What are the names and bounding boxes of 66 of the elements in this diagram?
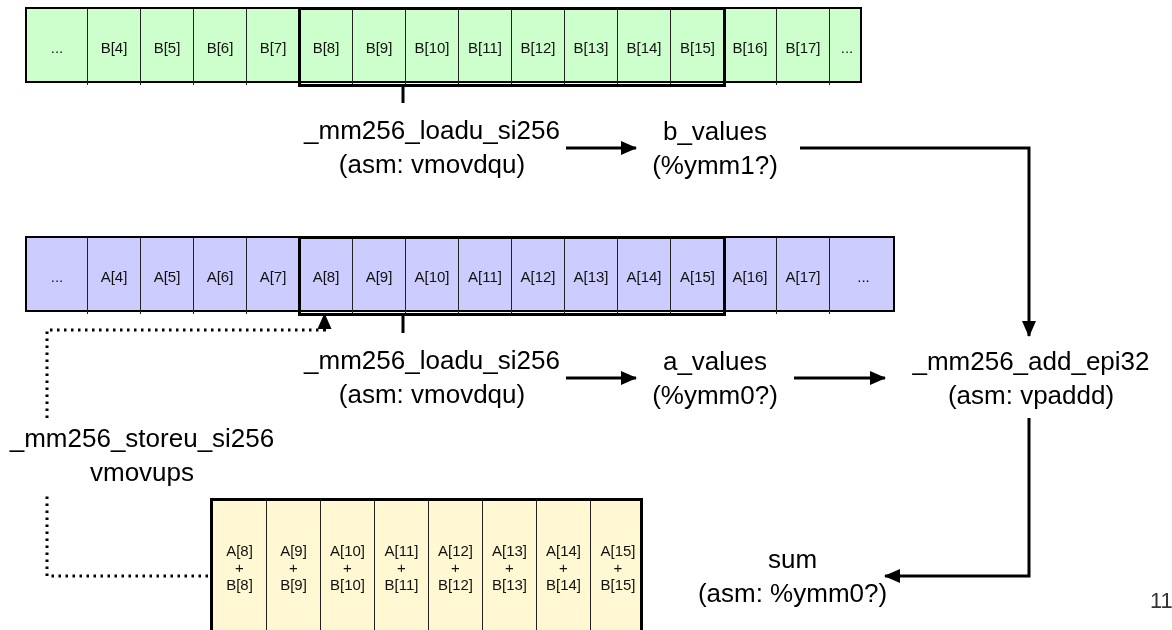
array-element: A[13] + B[13] (483, 501, 537, 630)
array-element: A[11] (459, 238, 512, 314)
array-element: A[4] (88, 238, 141, 314)
array-element: B[10] (406, 9, 459, 85)
array-element: A[14] (618, 238, 671, 314)
code-text: b_values (662, 115, 768, 148)
array-element: B[15] (671, 9, 724, 85)
code-text: (asm: vmovdqu) (338, 378, 526, 411)
array-element: A[9] (353, 238, 406, 314)
array-element: A[8] (300, 238, 353, 314)
code-text: _mm256_loadu_si256 (304, 344, 560, 377)
array-element: A[13] (565, 238, 618, 314)
array-element: B[12] (512, 9, 565, 85)
array-element: A[14] + B[14] (537, 501, 591, 630)
code-text: _mm256_loadu_si256 (304, 114, 560, 147)
arrow (884, 418, 1031, 583)
array-element: A[12] (512, 238, 565, 314)
code-text: (asm: %ymm0?) (697, 577, 888, 610)
array-element: A[15] (671, 238, 724, 314)
arrow (800, 146, 1036, 337)
connector-line (401, 84, 405, 103)
array-element: B[4] (88, 9, 141, 85)
array-element: A[9] + B[9] (267, 501, 321, 630)
code-text: (asm: vmovdqu) (338, 148, 526, 181)
array-element: A[12] + B[12] (429, 501, 483, 630)
array-element: A[6] (194, 238, 247, 314)
code-text: sum (767, 543, 818, 576)
code-text: a_values (662, 345, 768, 378)
array-element: A[11] + B[11] (375, 501, 429, 630)
array-element: B[7] (247, 9, 300, 85)
array-element: B[5] (141, 9, 194, 85)
array-element: B[14] (618, 9, 671, 85)
selection-outline (300, 9, 724, 85)
arrow (566, 371, 637, 385)
arrow (566, 141, 637, 155)
memory-array (210, 498, 643, 630)
array-element: A[5] (141, 238, 194, 314)
array-element: A[8] + B[8] (213, 501, 267, 630)
code-text: _mm256_storeu_si256 (9, 422, 275, 455)
array-element: A[10] (406, 238, 459, 314)
array-element: B[17] (777, 9, 830, 85)
page-number: 11 (1150, 588, 1172, 614)
array-element: A[7] (247, 238, 300, 314)
array-element: ... (27, 9, 88, 85)
code-text: (%ymm1?) (652, 149, 778, 182)
code-text: _mm256_add_epi32 (912, 345, 1150, 378)
array-element: B[16] (724, 9, 777, 85)
array-element: B[9] (353, 9, 406, 85)
array-element: ... (27, 238, 88, 314)
connector-line (401, 313, 405, 333)
array-element: A[17] (777, 238, 830, 314)
code-text: vmovups (89, 456, 194, 489)
selection-outline (300, 238, 724, 314)
code-text: (%ymm0?) (652, 379, 778, 412)
array-element: B[8] (300, 9, 353, 85)
arrow (794, 371, 886, 385)
array-element: A[15] + B[15] (591, 501, 645, 630)
array-element: B[6] (194, 9, 247, 85)
dotted-arrow (45, 313, 332, 418)
array-element: B[11] (459, 9, 512, 85)
array-element: A[16] (724, 238, 777, 314)
array-element: B[13] (565, 9, 618, 85)
code-text: (asm: vpaddd) (947, 379, 1115, 412)
array-element: ... (830, 9, 864, 85)
array-element: ... (830, 238, 897, 314)
array-element: A[10] + B[10] (321, 501, 375, 630)
